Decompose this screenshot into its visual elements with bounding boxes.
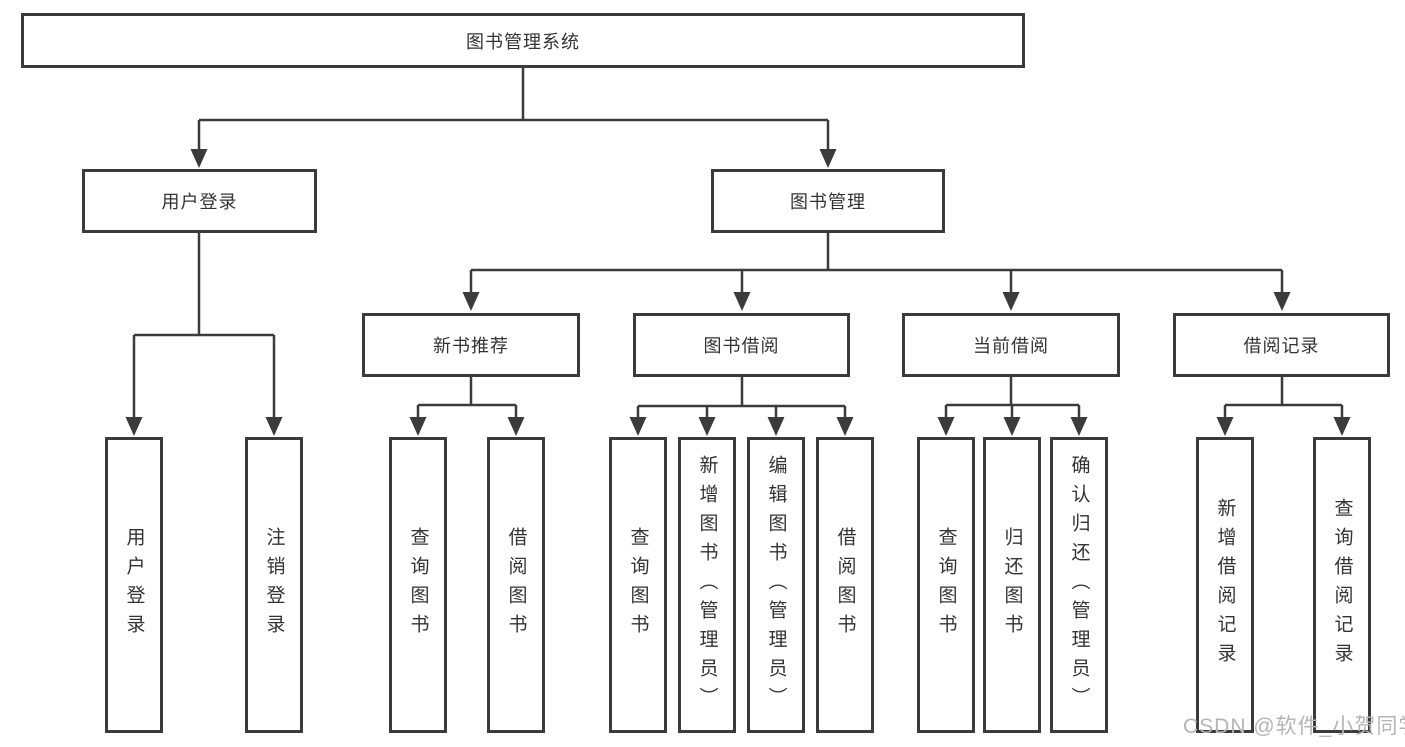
leaf-add-borrow-record: 新增借阅记录 — [1196, 437, 1254, 733]
node-book-management: 图书管理 — [711, 169, 945, 233]
node-new-book-recommendation: 新书推荐 — [362, 313, 580, 377]
leaf-query-books-current: 查询图书 — [917, 437, 975, 733]
leaf-confirm-return-admin: 确认归还（管理员） — [1050, 437, 1108, 733]
leaf-return-books: 归还图书 — [983, 437, 1041, 733]
node-user-login: 用户登录 — [82, 169, 317, 233]
leaf-borrow-books: 借阅图书 — [816, 437, 874, 733]
csdn-watermark: CSDN @软件_小贺同学 — [1183, 715, 1405, 738]
leaf-add-book-admin: 新增图书（管理员） — [678, 437, 736, 733]
leaf-edit-book-admin: 编辑图书（管理员） — [747, 437, 805, 733]
leaf-query-books-recommend: 查询图书 — [389, 437, 447, 733]
node-book-borrowing: 图书借阅 — [633, 313, 850, 377]
leaf-borrow-books-recommend: 借阅图书 — [487, 437, 545, 733]
leaf-user-login: 用户登录 — [105, 437, 163, 733]
node-borrowing-records: 借阅记录 — [1173, 313, 1390, 377]
leaf-logout: 注销登录 — [245, 437, 303, 733]
leaf-query-borrow-record: 查询借阅记录 — [1313, 437, 1371, 733]
node-root-library-system: 图书管理系统 — [21, 13, 1025, 68]
leaf-query-books-borrow: 查询图书 — [609, 437, 667, 733]
node-current-borrowing: 当前借阅 — [902, 313, 1120, 377]
